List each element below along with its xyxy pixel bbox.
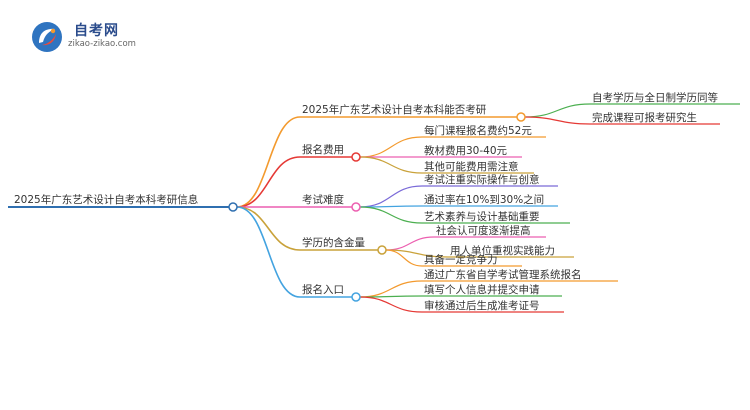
leaf-connector <box>385 249 423 267</box>
leaf-topic: 用人单位重视实践能力 <box>450 244 555 257</box>
branch-node-circle <box>516 112 526 122</box>
leaf-connector <box>524 116 591 125</box>
leaf-topic: 通过率在10%到30%之间 <box>424 193 544 206</box>
root-topic: 2025年广东艺术设计自考本科考研信息 <box>14 193 198 206</box>
leaf-topic: 艺术素养与设计基础重要 <box>424 210 540 223</box>
logo: 自考网 zikao-zikao.com <box>30 18 150 54</box>
leaf-topic: 通过广东省自学考试管理系统报名 <box>424 268 582 281</box>
branch-node-circle <box>351 152 361 162</box>
leaf-topic: 其他可能费用需注意 <box>424 160 519 173</box>
leaf-topic: 社会认可度逐渐提高 <box>436 224 531 237</box>
logo-mark-icon <box>32 22 62 52</box>
branch-topic: 2025年广东艺术设计自考本科能否考研 <box>302 103 487 116</box>
leaf-connector <box>359 296 423 313</box>
branch-connector <box>236 156 301 208</box>
leaf-topic: 审核通过后生成准考证号 <box>424 299 540 312</box>
leaf-connector <box>359 206 423 224</box>
branch-topic: 报名入口 <box>302 283 344 296</box>
brand-url: zikao-zikao.com <box>68 39 136 49</box>
branch-node-circle <box>351 202 361 212</box>
branch-topic: 报名费用 <box>302 143 344 156</box>
root-node-circle <box>228 202 238 212</box>
branch-node-circle <box>351 292 361 302</box>
leaf-topic: 填写个人信息并提交申请 <box>424 283 540 296</box>
leaf-connector <box>385 249 449 258</box>
leaf-connector <box>359 185 423 208</box>
leaf-topic: 完成课程可报考研究生 <box>592 111 697 124</box>
leaf-connector <box>359 136 423 158</box>
branch-connector <box>236 206 301 298</box>
leaf-connector <box>359 280 423 298</box>
leaf-topic: 具备一定竞争力 <box>424 253 498 266</box>
leaf-connector <box>359 156 423 174</box>
leaf-connector <box>385 236 435 251</box>
branch-topic: 考试难度 <box>302 193 344 206</box>
leaf-topic: 自考学历与全日制学历同等 <box>592 91 718 104</box>
branch-connector <box>236 116 301 208</box>
leaf-connector <box>524 103 591 118</box>
branch-node-circle <box>377 245 387 255</box>
mind-map-nodes: 2025年广东艺术设计自考本科考研信息 2025年广东艺术设计自考本科能否考研 自考… <box>14 91 718 312</box>
leaf-topic: 每门课程报名费约52元 <box>424 124 532 137</box>
branch-topic: 学历的含金量 <box>302 236 365 249</box>
leaf-topic: 考试注重实际操作与创意 <box>424 173 540 186</box>
mind-map-edges <box>8 103 740 313</box>
leaf-topic: 教材费用30-40元 <box>424 144 508 157</box>
brand-name: 自考网 <box>74 23 119 39</box>
branch-connector <box>236 206 301 251</box>
